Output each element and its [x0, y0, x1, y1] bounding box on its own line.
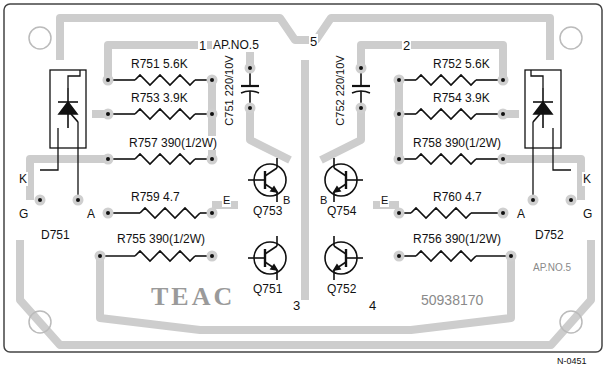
pin-label: G: [582, 207, 593, 221]
board-number: 3: [292, 298, 301, 313]
board-number: 1: [198, 38, 207, 53]
board-code: AP.NO.5: [212, 38, 260, 52]
board-number: 4: [368, 298, 377, 313]
pin-label: G: [18, 207, 29, 221]
resistor-label: R755 390(1/2W): [116, 232, 206, 246]
capacitor-label: C752 220/10V: [334, 54, 347, 126]
diode-label: D752: [534, 228, 565, 242]
solder-pads: [35, 63, 577, 262]
transistor-label: Q753: [252, 204, 283, 218]
transistor-symbols: [248, 158, 363, 280]
part-number: 50938170: [420, 292, 484, 308]
pin-label: K: [582, 172, 592, 186]
brand-mark: TEAC: [150, 282, 236, 312]
transistor-label: Q754: [326, 204, 357, 218]
figure-code: N-0451: [556, 356, 588, 366]
resistor-label: R751 5.6K: [130, 57, 189, 71]
board-number: 5: [309, 34, 318, 49]
mounting-holes: [29, 27, 582, 333]
resistor-label: R754 3.9K: [432, 91, 491, 105]
resistor-symbols: [100, 75, 511, 261]
pin-label: E: [380, 194, 389, 207]
pin-label: E: [222, 194, 231, 207]
resistor-label: R759 4.7: [130, 190, 181, 204]
board-number: 2: [402, 38, 411, 53]
pin-label: B: [319, 194, 328, 207]
pin-label: B: [282, 194, 291, 207]
copper-traces: [20, 18, 591, 345]
capacitor-symbols: [241, 68, 370, 108]
transistor-label: Q751: [252, 282, 283, 296]
pin-label: K: [18, 172, 28, 186]
resistor-label: R753 3.9K: [130, 91, 189, 105]
pin-label: A: [86, 207, 96, 221]
resistor-label: R752 5.6K: [432, 57, 491, 71]
transistor-label: Q752: [326, 282, 357, 296]
diode-label: D751: [40, 228, 71, 242]
board-outline: [4, 4, 602, 352]
board-code: AP.NO.5: [532, 262, 572, 274]
resistor-label: R758 390(1/2W): [412, 136, 502, 150]
capacitor-label: C751 220/10V: [223, 54, 236, 126]
thyristor-symbols: [40, 70, 571, 200]
pin-label: A: [516, 207, 526, 221]
resistor-label: R760 4.7: [432, 190, 483, 204]
resistor-label: R756 390(1/2W): [412, 232, 502, 246]
resistor-label: R757 390(1/2W): [128, 136, 218, 150]
